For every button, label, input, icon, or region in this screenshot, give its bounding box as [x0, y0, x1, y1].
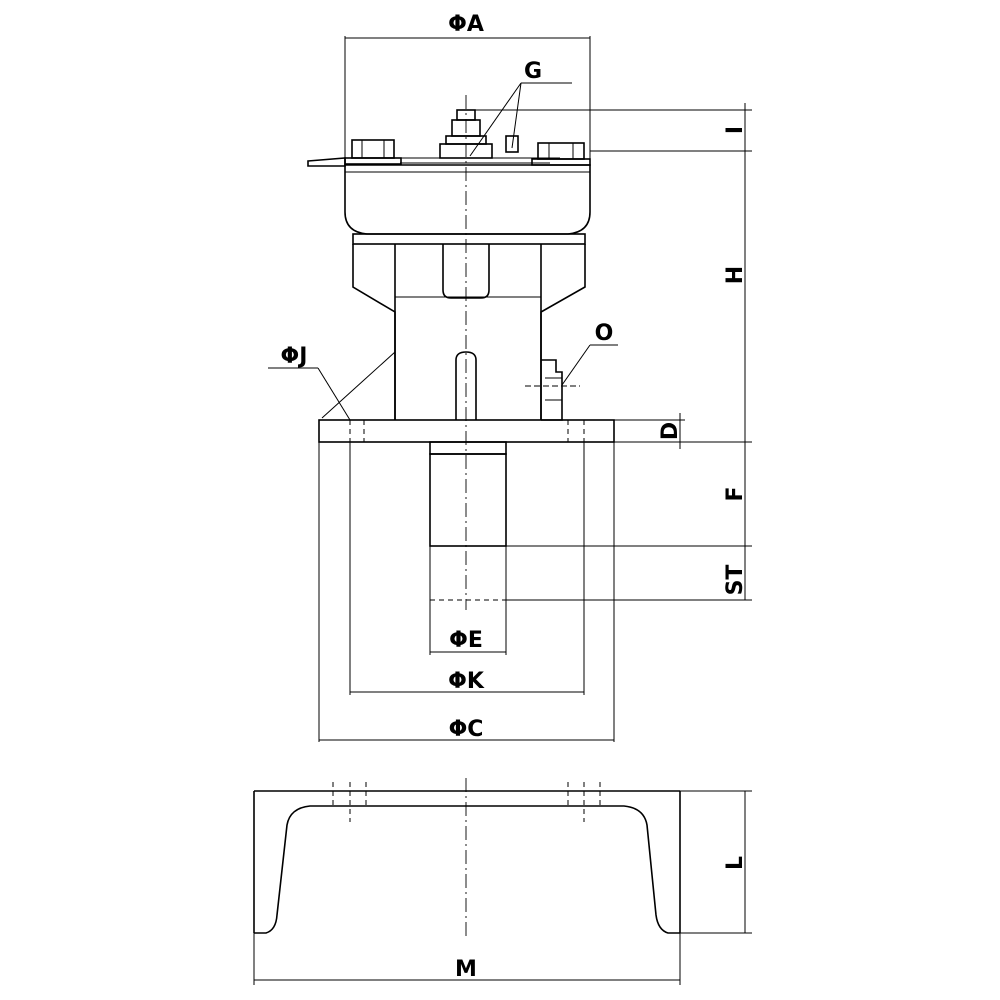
body-outline [352, 244, 586, 420]
bracket-profile [254, 805, 680, 934]
front-view [307, 95, 615, 742]
dim-label-a: ΦA [448, 12, 484, 37]
dim-label-i: I [723, 126, 748, 134]
bracket-view: L M [253, 778, 752, 985]
dim-label-h: H [723, 266, 748, 284]
lower-slot [455, 351, 477, 420]
dim-label-st: ST [723, 565, 748, 596]
rod-neck [429, 441, 507, 455]
head-cap [344, 164, 591, 235]
dim-label-f: F [723, 486, 748, 501]
dim-label-g: G [524, 59, 542, 84]
dim-label-l: L [723, 856, 748, 870]
dim-label-e: ΦE [449, 628, 483, 653]
dim-label-m: M [455, 957, 477, 982]
stopper-block [541, 359, 563, 421]
dim-label-o: O [595, 321, 614, 346]
dim-label-c: ΦC [449, 717, 484, 742]
right-hex-bolt [531, 142, 591, 166]
terminal-plate [307, 157, 346, 167]
rod-stroke [429, 546, 507, 601]
base-flange [318, 419, 615, 443]
dim-label-d: D [658, 422, 683, 440]
dim-label-k: ΦK [448, 669, 485, 694]
left-hex-bolt [344, 139, 402, 165]
dimensions-front: ΦA G I H O ΦJ D F ST [268, 12, 752, 742]
rod [429, 453, 507, 547]
upper-slot [442, 244, 490, 299]
center-port-fitting [390, 109, 560, 164]
head-ring [352, 233, 586, 245]
dim-label-j: ΦJ [281, 344, 308, 369]
